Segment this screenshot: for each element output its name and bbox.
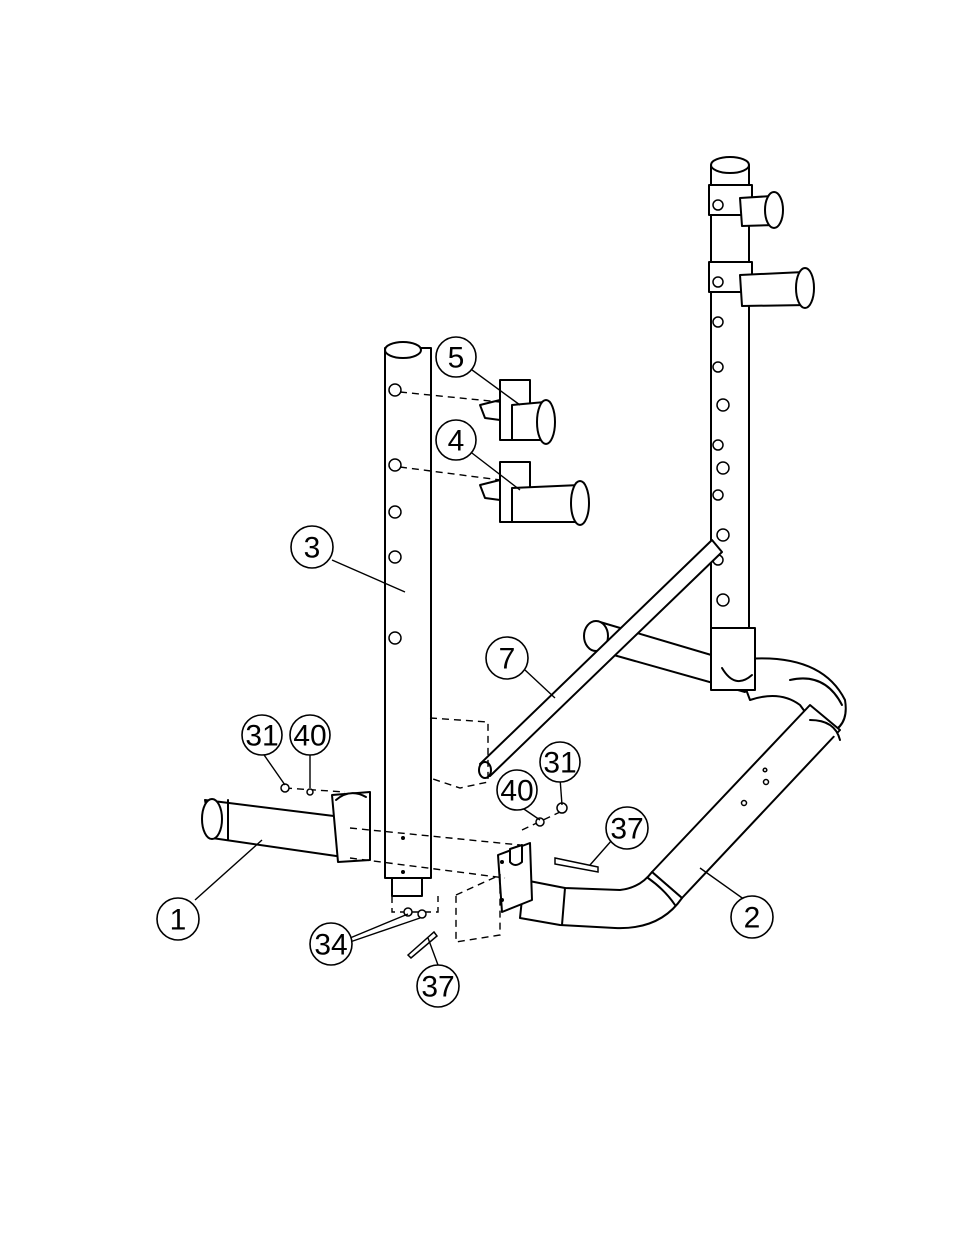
callout-1-label: 1 [170,904,187,937]
hook-5 [480,380,555,444]
callout-40-right: 40 [497,770,537,810]
callout-4: 4 [436,420,476,460]
callout-31-left-label: 31 [245,720,278,753]
callout-31-right-label: 31 [543,747,576,780]
callout-2: 2 [731,896,773,938]
callout-37-bottom-label: 37 [421,971,454,1004]
callout-40-left-label: 40 [293,720,326,753]
assembly-lines [285,392,595,942]
callout-37-right-label: 37 [610,813,643,846]
callout-5: 5 [436,337,476,377]
callout-7: 7 [486,637,528,679]
callout-40-left: 40 [290,715,330,755]
callout-34-label: 34 [314,929,347,962]
right-upright [709,157,814,690]
callout-2-label: 2 [744,902,761,935]
callout-4-label: 4 [448,425,465,458]
callout-3: 3 [291,526,333,568]
base-bracket [498,843,532,912]
callout-5-label: 5 [448,342,465,375]
callout-3-label: 3 [304,532,321,565]
callout-31-left: 31 [242,715,282,755]
callout-34: 34 [310,923,352,965]
callout-1: 1 [157,898,199,940]
callout-7-label: 7 [499,643,516,676]
left-upright [385,342,431,896]
callout-40-right-label: 40 [500,775,533,808]
callout-37-bottom: 37 [417,965,459,1007]
callout-37-right: 37 [606,807,648,849]
callout-31-right: 31 [540,742,580,782]
front-foot [202,792,370,862]
